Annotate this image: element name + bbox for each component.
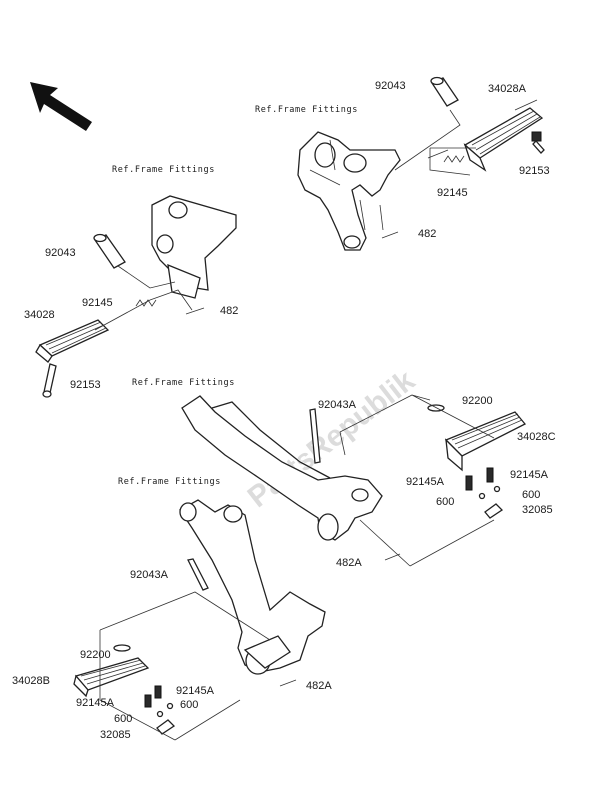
label-600-mid-right-right: 600 xyxy=(522,489,540,501)
label-34028B: 34028B xyxy=(12,675,50,687)
mid-right-spring-left xyxy=(465,475,473,491)
bottom-left-frame-arm xyxy=(179,499,326,675)
top-right-pin xyxy=(430,76,459,107)
label-92043-top-left: 92043 xyxy=(45,247,76,259)
mid-right-ball-left xyxy=(478,492,486,500)
mid-right-frame-arm xyxy=(181,395,383,541)
label-92145-top-left: 92145 xyxy=(82,297,113,309)
label-600-bottom-left-right: 600 xyxy=(180,699,198,711)
label-32085-bottom-left: 32085 xyxy=(100,729,131,741)
top-right-clip xyxy=(381,231,399,239)
label-92043A-mid-right: 92043A xyxy=(318,399,357,411)
top-left-bracket xyxy=(151,195,237,299)
mid-right-pin xyxy=(309,408,321,464)
ref-frame-fittings-mid-right: Ref.Frame Fittings xyxy=(132,378,235,388)
top-left-footpeg xyxy=(35,319,110,363)
label-92145A-bottom-left-left: 92145A xyxy=(76,697,115,709)
label-92043A-bottom-left: 92043A xyxy=(130,569,169,581)
top-left-spring xyxy=(135,299,157,307)
label-92153-top-right: 92153 xyxy=(519,165,550,177)
top-left-clip xyxy=(185,307,205,315)
label-92145A-mid-right-right: 92145A xyxy=(510,469,549,481)
bottom-left-ball-right xyxy=(166,702,174,710)
label-482-top-left: 482 xyxy=(220,305,238,317)
top-left-bolt xyxy=(42,363,57,398)
bottom-left-leader-lines xyxy=(99,591,271,741)
bottom-left-clip xyxy=(279,679,297,687)
top-right-bolt xyxy=(531,131,545,154)
top-left-pin xyxy=(93,233,126,269)
label-92145-top-right: 92145 xyxy=(437,187,468,199)
bottom-left-washer xyxy=(113,644,131,652)
ref-frame-fittings-mid-left: Ref.Frame Fittings xyxy=(118,477,221,487)
ref-frame-fittings-top-left: Ref.Frame Fittings xyxy=(112,165,215,175)
label-92145A-bottom-left-right: 92145A xyxy=(176,685,215,697)
mid-right-leader-lines xyxy=(339,394,495,567)
label-92200-bottom-left: 92200 xyxy=(80,649,111,661)
top-right-bracket xyxy=(297,131,401,251)
bottom-left-pin xyxy=(187,558,209,591)
top-right-spring xyxy=(443,155,465,163)
ref-frame-fittings-top-right: Ref.Frame Fittings xyxy=(255,105,358,115)
label-482A-bottom-left: 482A xyxy=(306,680,332,692)
label-92153-top-left: 92153 xyxy=(70,379,101,391)
top-right-leader-lines xyxy=(379,99,538,231)
bottom-left-spring-right xyxy=(154,685,162,699)
top-left-leader-lines xyxy=(94,265,193,331)
mid-right-ball-right xyxy=(493,485,501,493)
label-34028C: 34028C xyxy=(517,431,556,443)
label-32085-mid-right: 32085 xyxy=(522,504,553,516)
mid-right-plate xyxy=(484,503,504,519)
label-34028-top-left: 34028 xyxy=(24,309,55,321)
label-92043-top-right: 92043 xyxy=(375,80,406,92)
label-92200-mid-right: 92200 xyxy=(462,395,493,407)
mid-right-footpeg xyxy=(444,411,527,472)
label-34028A: 34028A xyxy=(488,83,527,95)
bottom-left-spring-left xyxy=(144,694,152,708)
bottom-left-ball-left xyxy=(156,710,164,718)
label-482-top-right: 482 xyxy=(418,228,436,240)
bottom-left-footpeg xyxy=(73,657,150,698)
label-482A-mid-right: 482A xyxy=(336,557,362,569)
label-600-bottom-left-left: 600 xyxy=(114,713,132,725)
label-92145A-mid-right-left: 92145A xyxy=(406,476,445,488)
label-600-mid-right-left: 600 xyxy=(436,496,454,508)
front-direction-arrow-icon xyxy=(30,82,92,131)
top-right-footpeg xyxy=(463,107,544,172)
mid-right-spring-right xyxy=(486,467,494,483)
